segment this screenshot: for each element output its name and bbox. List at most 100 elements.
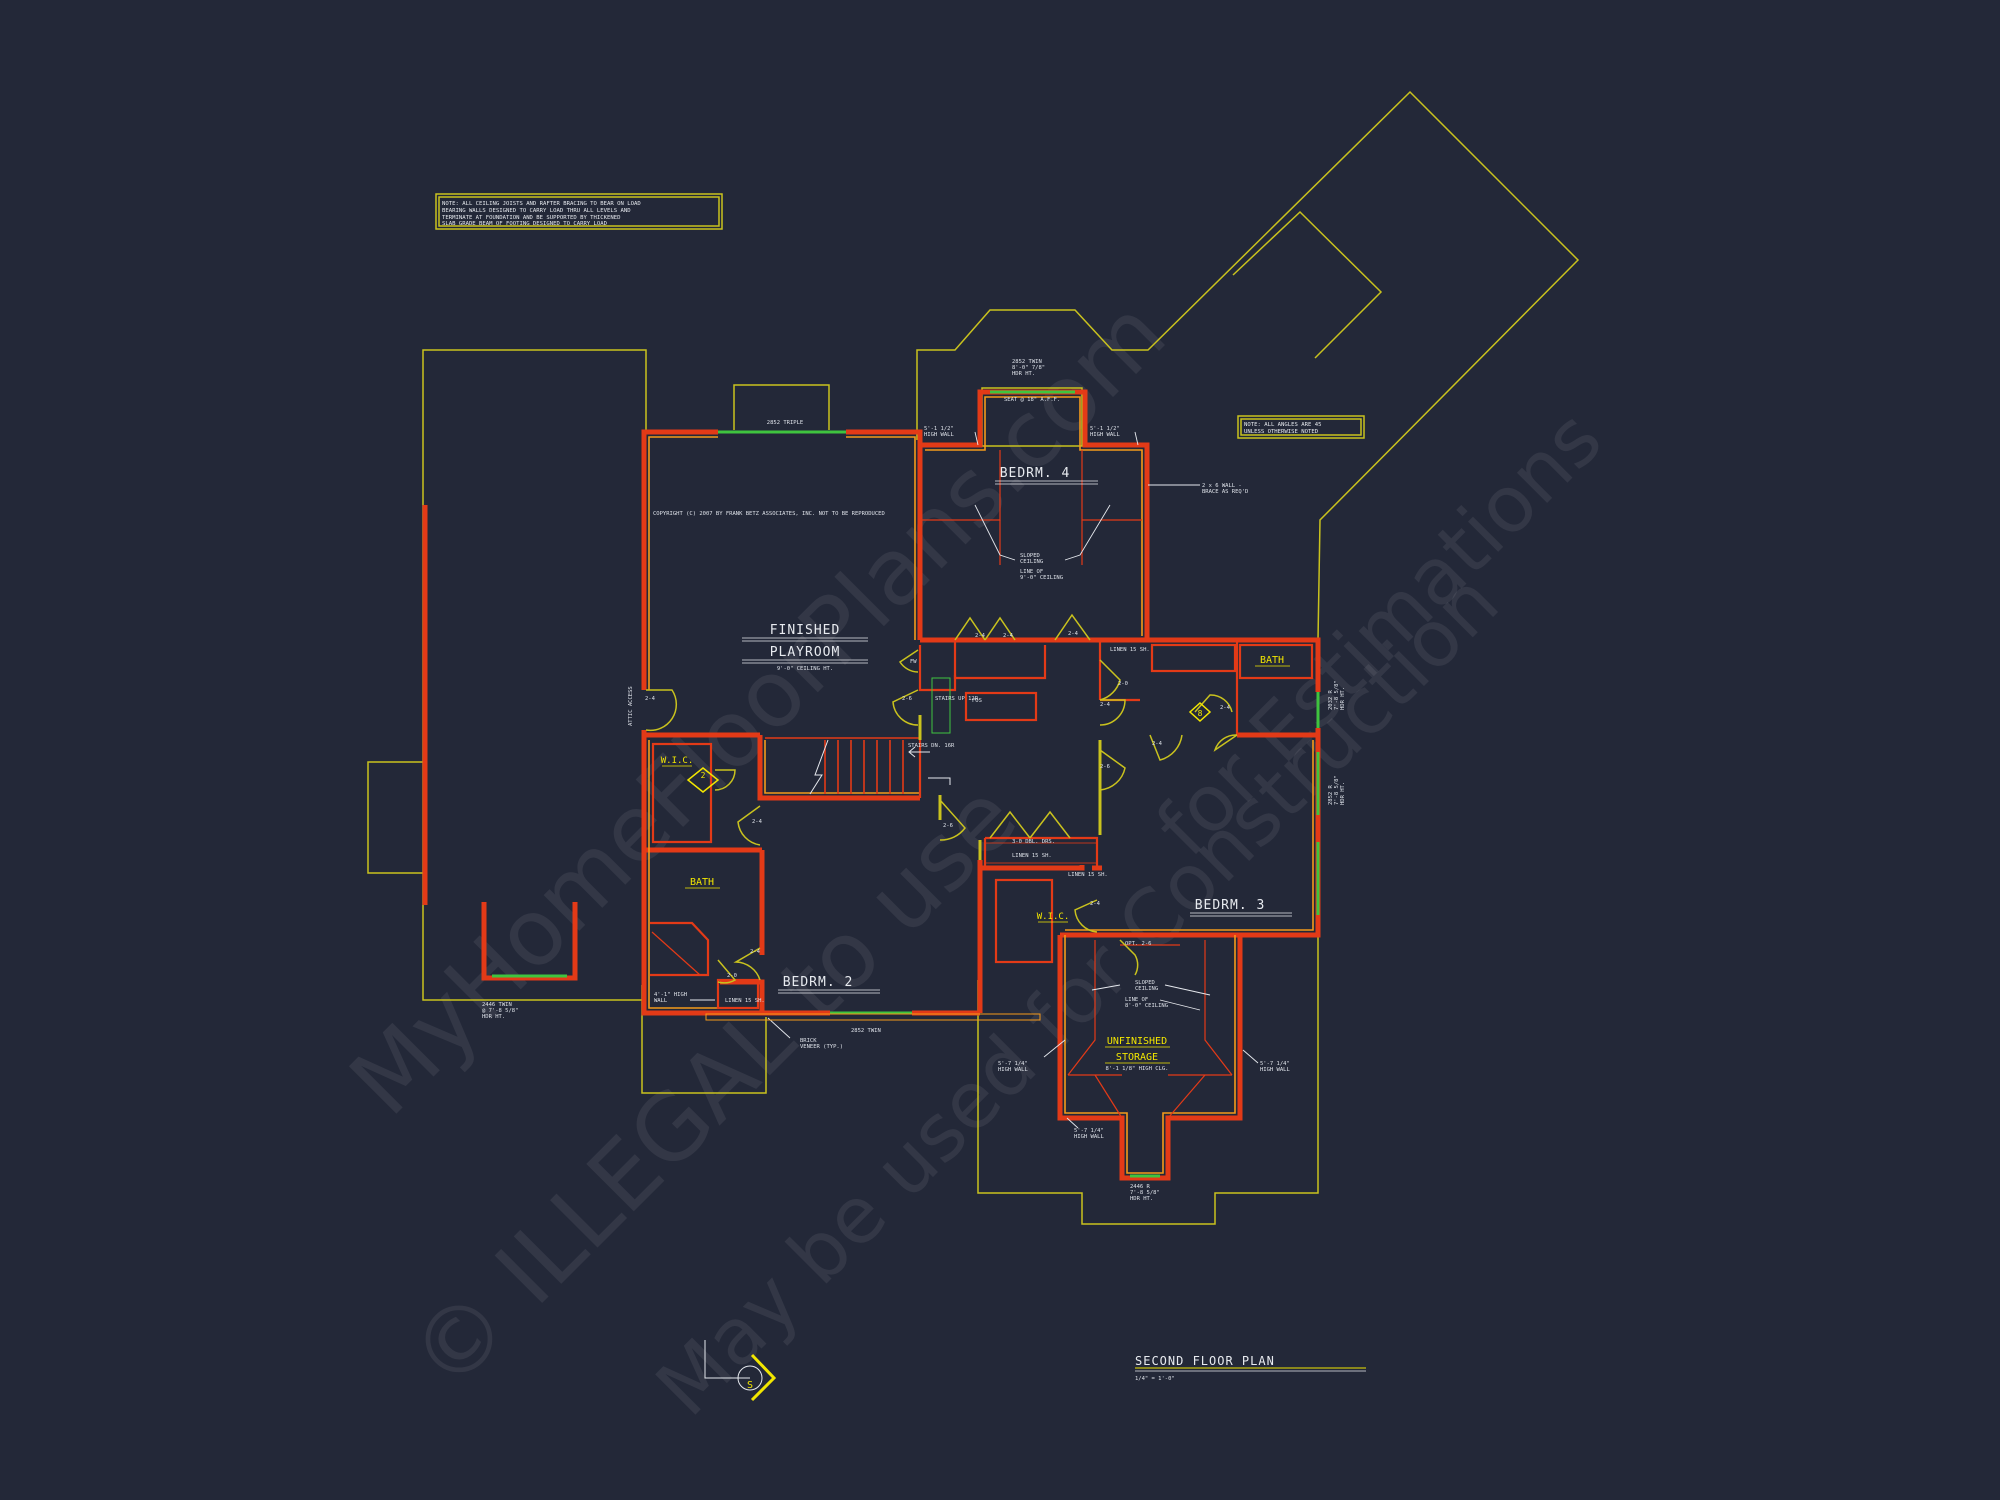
ann-dbl-drs: 3-0 DBL. DRS. — [1012, 839, 1055, 845]
leader-wall-r — [1134, 431, 1139, 446]
note-box-ceiling — [435, 193, 723, 230]
ann-wall-right-1: 5'-1 1/2" — [1090, 426, 1120, 432]
ann-door-26-b: 2-6 — [1100, 764, 1110, 770]
stair-up-box — [931, 677, 951, 734]
ann-bed3-win-3: HDR HT. — [1340, 782, 1346, 805]
door-dbl-a — [989, 810, 1031, 839]
ann-line-of-1: LINE OF — [1020, 569, 1043, 575]
ann-brick-1: BRICK — [800, 1038, 817, 1044]
ann-garage-twin-2: @ 7'-8 5/8" — [482, 1008, 518, 1014]
brick-veneer — [705, 1013, 1041, 1021]
ann-linen-d: LINEN 15 SH. — [725, 998, 765, 1004]
notes: NOTE: ALL CEILING JOISTS AND RAFTER BRAC… — [442, 201, 1321, 517]
door-linen-lower — [717, 959, 737, 984]
porch-outline — [641, 985, 767, 1094]
wic3-closet-box — [994, 878, 1054, 964]
leader-sloped-r — [1064, 504, 1111, 561]
lining-playroom-right — [846, 436, 916, 640]
ann-st-win-1: 2446 R — [1130, 1184, 1151, 1190]
door-bath-b — [1194, 694, 1233, 713]
ann-st-win-2: 7'-8 5/8" — [1130, 1190, 1160, 1196]
bottom-right-outline — [977, 935, 1319, 1225]
ann-bed3-win-2: 7'-8 5/8" — [1334, 775, 1340, 805]
wall-stair-top — [757, 735, 920, 801]
ann-st-win-3: HDR HT. — [1130, 1196, 1153, 1202]
right-wing-outline — [916, 90, 1580, 641]
annotations: 2852 TRIPLE 2852 TWIN 8'-0" 7/8" HDR HT.… — [482, 359, 1346, 1202]
ann-garage-twin-1: 2446 TWIN — [482, 1002, 512, 1008]
plan-scale: 1/4" = 1'-0" — [1135, 1376, 1175, 1382]
room-bedrm3: BEDRM. 3 — [1195, 898, 1266, 913]
ann-door-26-a: 2-6 — [902, 696, 912, 702]
room-storage-line-2: STORAGE — [1116, 1052, 1158, 1063]
note-ceiling-line-3: TERMINATE AT FOUNDATION AND BE SUPPORTED… — [442, 215, 621, 221]
ann-garage-twin-3: HDR HT. — [482, 1014, 505, 1020]
marker-number-8: 8 — [1198, 709, 1203, 718]
leader-st-line — [1159, 999, 1201, 1011]
copyright-note: COPYRIGHT (C) 2007 BY FRANK BETZ ASSOCIA… — [653, 511, 885, 517]
lining-playroom-left — [648, 436, 718, 690]
ann-linen-b: LINEN 15 SH. — [1012, 853, 1052, 859]
ann-door-fw: FW — [910, 659, 917, 665]
room-wic-lower: W.I.C. — [1037, 912, 1070, 922]
ann-st-line-2: 8'-0" CEILING — [1125, 1003, 1168, 1009]
leader-brick — [767, 1017, 791, 1039]
brick-veneer-band — [705, 1013, 1041, 1021]
ann-line-of-2: 9'-0" CEILING — [1020, 575, 1063, 581]
door-bedrm2 — [737, 805, 761, 846]
leader-wall-l — [974, 431, 979, 446]
room-playroom-line-1: FINISHED — [770, 623, 841, 638]
wall-bath-upper — [1240, 637, 1321, 692]
door-stairs — [892, 689, 919, 726]
north-arrow-circle — [737, 1365, 763, 1391]
note-ceiling-line-1: NOTE: ALL CEILING JOISTS AND RAFTER BRAC… — [442, 201, 641, 207]
tub-upper — [1238, 643, 1314, 680]
ann-st-bot-2: HIGH WALL — [1074, 1134, 1104, 1140]
wall-playroom-top-left — [641, 429, 718, 690]
tub-lower — [650, 921, 710, 977]
note-ceiling-line-4: SLAB GRADE BEAM OF FOOTING DESIGNED TO C… — [442, 221, 608, 227]
ann-bedrm2-twin: 2852 TWIN — [851, 1028, 881, 1034]
partition-fw — [918, 645, 957, 692]
room-wic-upper: W.I.C. — [661, 756, 694, 766]
wall-garage-bay — [481, 902, 578, 981]
wall-linen-lower — [720, 979, 765, 1013]
door-bifold-2 — [1054, 613, 1091, 641]
lining-left-block — [648, 740, 720, 1009]
door-bath2 — [733, 947, 761, 981]
ann-bath-win-2: 7'-8 5/8" — [1334, 680, 1340, 710]
ann-linen-a: LINEN 15 SH. — [1110, 647, 1150, 653]
ann-door-24-j: 2-4 — [645, 696, 656, 702]
ann-door-24-e: 2-4 — [1220, 705, 1231, 711]
ann-seat: SEAT @ 18" A.F.F. — [1004, 397, 1060, 403]
ann-linen-c: LINEN 15 SH. — [1068, 872, 1108, 878]
partition-closet-b4 — [953, 640, 1047, 680]
ann-door-20-a: 2-0 — [1118, 681, 1128, 687]
ann-door-24-h: 2-4 — [752, 819, 763, 825]
north-arrow-letter: S — [747, 1380, 753, 1391]
note-box-ceiling-inner — [438, 196, 720, 227]
door-playroom — [645, 689, 678, 732]
ann-door-24-f: 2-4 — [1152, 741, 1163, 747]
ann-high-wall-2: WALL — [654, 998, 668, 1004]
ann-fos: FOS — [972, 698, 982, 704]
ann-wall-left-2: HIGH WALL — [924, 432, 954, 438]
leader-st-bottom — [1066, 1117, 1079, 1129]
ann-door-24-c: 2-4 — [1068, 631, 1079, 637]
marker-diamond-bath — [1188, 701, 1212, 723]
door-hall-b — [1099, 699, 1126, 726]
ann-door-24-a: 2-4 — [975, 633, 986, 639]
ann-twin-top-2: 8'-0" 7/8" — [1012, 365, 1045, 371]
note-box-angles-inner — [1240, 418, 1362, 436]
stair-markers: 2 8 — [686, 701, 1212, 793]
slope-storage-diag-r — [1167, 1074, 1206, 1119]
linen-lower-box — [716, 978, 760, 1010]
stairs — [765, 737, 920, 795]
watermark-line-4: for Estimations — [1140, 394, 1619, 873]
ann-sloped-2: CEILING — [1020, 559, 1043, 565]
ann-door-24-b: 2-4 — [1003, 633, 1014, 639]
leader-st-sloped-r — [1164, 984, 1211, 996]
walls — [422, 389, 1321, 1181]
room-playroom-ceiling: 9'-0" CEILING HT. — [777, 666, 833, 672]
